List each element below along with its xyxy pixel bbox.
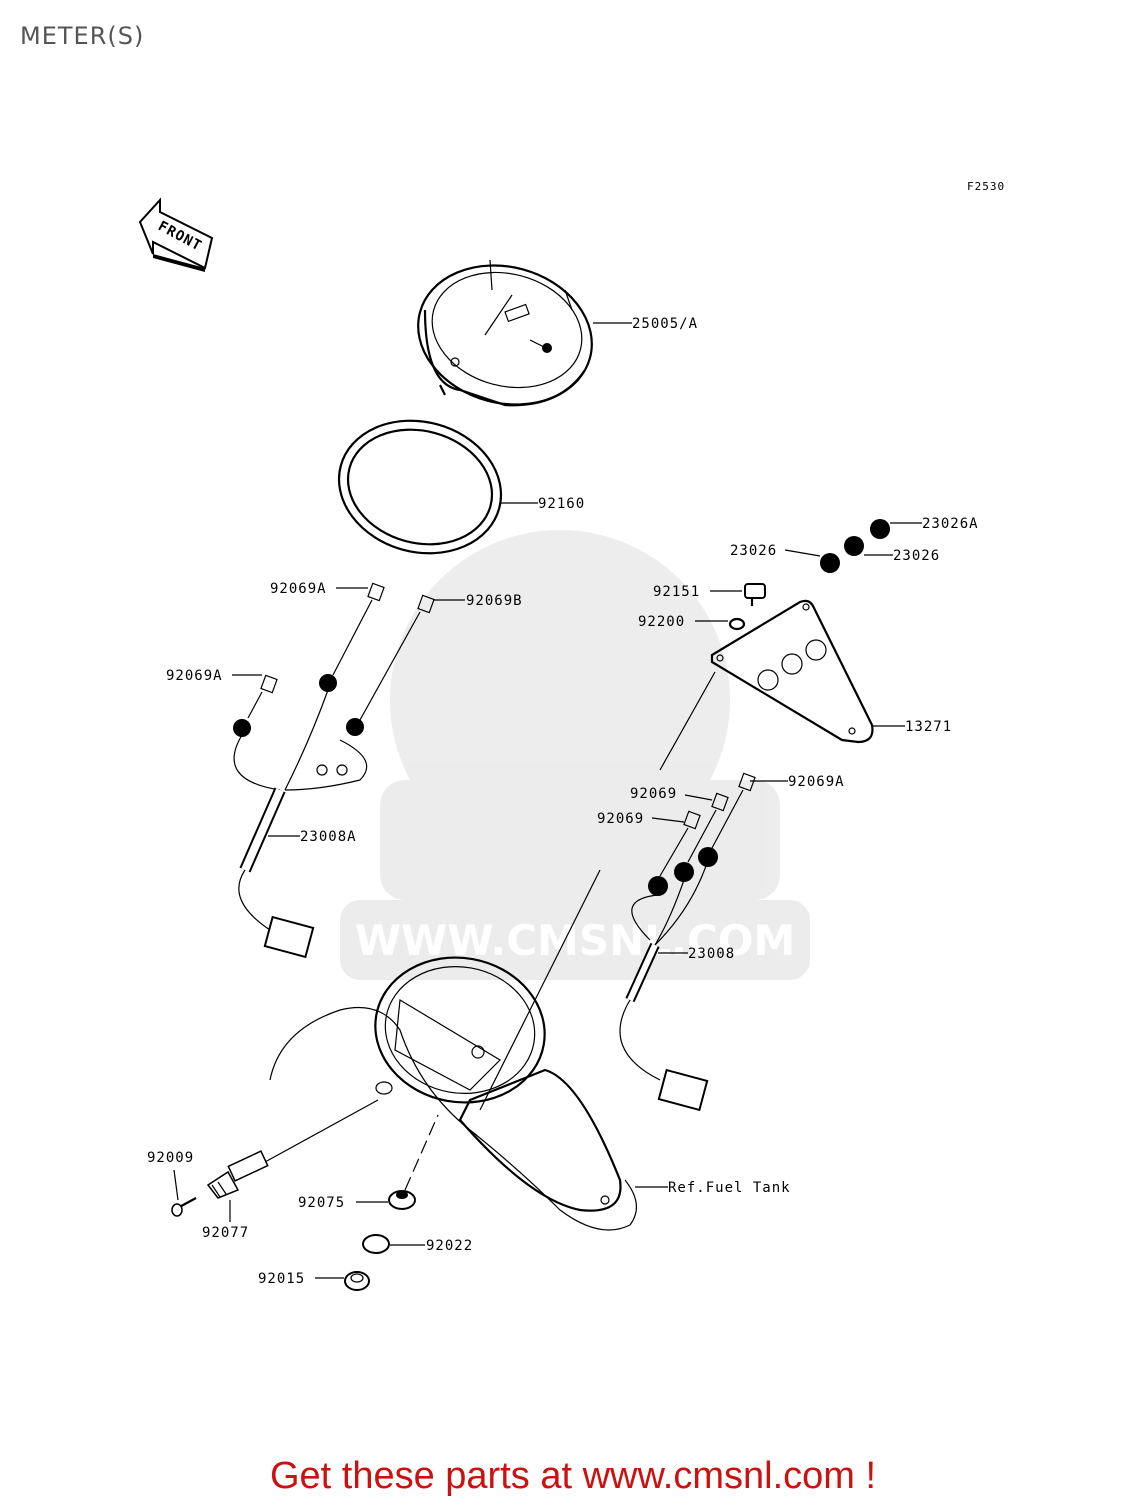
harness-label: 23008 <box>688 946 735 962</box>
bulb-92069-1-label: 92069 <box>630 786 677 802</box>
bulb-92069a-left-label: 92069A <box>166 668 223 684</box>
grommet-15-label: 92015 <box>258 1271 305 1287</box>
ring-label: 92160 <box>538 496 585 512</box>
grommet-75-label: 92075 <box>298 1195 345 1211</box>
cap-1-label: 23026 <box>730 543 777 559</box>
bolt-label: 92151 <box>653 584 700 600</box>
indicator-bracket <box>710 599 874 744</box>
meter-ring <box>337 419 503 555</box>
screw <box>171 1197 197 1217</box>
knob-label: 92077 <box>202 1225 249 1241</box>
meter-label: 25005/A <box>632 316 698 332</box>
speedometer <box>417 259 593 407</box>
grommet-22-label: 92022 <box>426 1238 473 1254</box>
bracket-label: 13271 <box>905 719 952 735</box>
trip-knob <box>206 1099 379 1199</box>
bulb-92069a-top-label: 92069A <box>270 581 327 597</box>
washer-label: 92200 <box>638 614 685 630</box>
bulb-92069-2-label: 92069 <box>597 811 644 827</box>
footer-link[interactable]: Get these parts at www.cmsnl.com ! <box>269 1455 877 1497</box>
front-arrow-icon: FRONT <box>138 197 214 272</box>
grommet-92015 <box>344 1271 370 1291</box>
watermark-logo: WWW.CMSNL.COM <box>340 530 810 980</box>
harness-a-label: 23008A <box>300 829 357 845</box>
page-title: METER(S) <box>20 22 145 50</box>
screw-label: 92009 <box>147 1150 194 1166</box>
cap-a-label: 23026A <box>922 516 979 532</box>
grommet-92022 <box>362 1234 390 1254</box>
harness <box>619 772 756 1112</box>
bulb-92069b-label: 92069B <box>466 593 523 609</box>
harness-a <box>233 582 435 959</box>
bulb-92069a-right-label: 92069A <box>788 774 845 790</box>
cap-2-label: 23026 <box>893 548 940 564</box>
indicator-caps <box>820 519 890 573</box>
grommet-92075 <box>388 1114 439 1210</box>
bolt-and-washer <box>728 583 766 631</box>
figure-code: F2530 <box>967 180 1006 193</box>
fuel-tank <box>269 956 637 1231</box>
watermark-text: WWW.CMSNL.COM <box>355 916 796 965</box>
tank-label: Ref.Fuel Tank <box>668 1180 791 1196</box>
